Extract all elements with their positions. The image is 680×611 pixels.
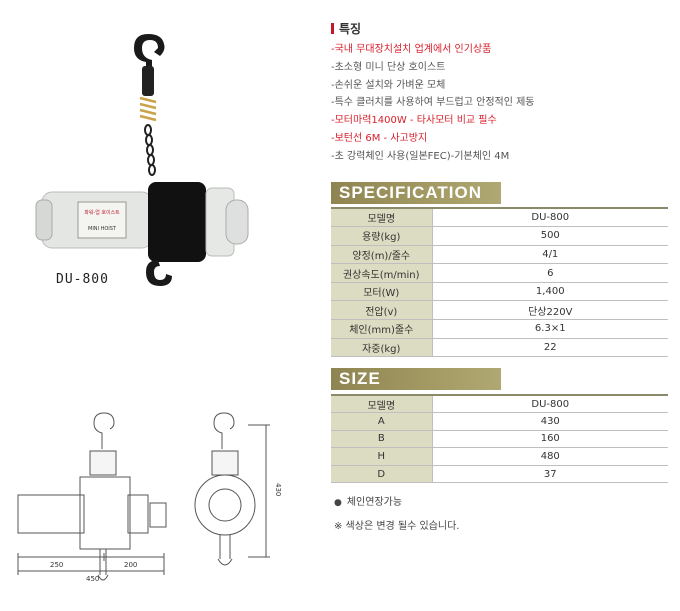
hoist-label-line1: 파워-업 호이스트 [84, 209, 120, 216]
spec-row-value: 6.3×1 [432, 319, 668, 339]
spec-row: 용량(kg)500 [331, 226, 668, 246]
dim-total: 450 [86, 575, 99, 583]
spec-row: 전압(v)단상220V [331, 300, 668, 321]
model-caption: DU-800 [56, 272, 109, 287]
spec-row-value: 4/1 [432, 244, 668, 265]
features-title-text: 특징 [339, 22, 362, 36]
size-row-value: 160 [432, 429, 668, 449]
spec-row: 자중(kg)22 [331, 337, 668, 358]
dim-height: 430 [274, 483, 282, 496]
top-hook-icon [134, 34, 165, 70]
front-view [17, 412, 167, 581]
feature-item: -초 강력체인 사용(일본FEC)-기본체인 4M [331, 150, 510, 162]
title-marker [331, 23, 334, 34]
spec-row: 모터(W)1,400 [331, 281, 668, 302]
feature-item: -모터마력1400W - 타사모터 비교 필수 [331, 115, 497, 127]
bottom-hook-icon [146, 260, 172, 286]
hoist-label-line2: MINI HOIST [88, 226, 117, 232]
chain-extension-text: 체인연장가능 [346, 497, 403, 508]
size-row-value: 480 [432, 447, 668, 466]
spec-row-value: 22 [432, 337, 668, 358]
feature-item: -특수 클러치를 사용하여 부드럽고 안정적인 제동 [331, 97, 535, 109]
feature-item: -초소형 미니 단상 호이스트 [331, 61, 446, 73]
size-row-label: B [331, 429, 433, 449]
spec-row-label: 전압(v) [331, 300, 433, 321]
dim-left: 250 [50, 561, 63, 569]
size-header-row: 모델명 DU-800 [331, 394, 668, 414]
spec-header-label: 모델명 [331, 207, 433, 228]
spec-header-row: 모델명 DU-800 [331, 207, 668, 228]
size-header-label: 모델명 [331, 394, 433, 414]
bullet-icon: ● [334, 498, 342, 508]
size-row-label: D [331, 464, 433, 484]
spec-row-label: 양정(m)/줄수 [331, 244, 433, 265]
spec-row-value: 500 [432, 226, 668, 246]
spec-row-value: 6 [432, 263, 668, 283]
spec-header-value: DU-800 [432, 207, 668, 228]
product-photo: 파워-업 호이스트 MINI HOIST [35, 34, 249, 286]
dim-right: 200 [124, 561, 137, 569]
spec-row-value: 단상220V [432, 300, 668, 321]
side-view [194, 412, 270, 566]
size-row-value: 430 [432, 412, 668, 431]
size-row-label: H [331, 447, 433, 466]
spec-row-label: 체인(mm)줄수 [331, 319, 433, 339]
size-banner: SIZE [331, 368, 501, 390]
size-row-value: 37 [432, 464, 668, 484]
spec-row-label: 권상속도(m/min) [331, 263, 433, 283]
size-header-value: DU-800 [432, 394, 668, 414]
chain-icon [144, 124, 156, 176]
spec-banner: SPECIFICATION [331, 182, 501, 204]
spec-row-value: 1,400 [432, 281, 668, 302]
technical-drawing: 250 200 450 430 [17, 412, 282, 583]
size-row-label: A [331, 412, 433, 431]
spec-row-label: 자중(kg) [331, 337, 433, 358]
spec-row-label: 모터(W) [331, 281, 433, 302]
features-list: -국내 무대장치설치 업계에서 인기상품 -초소형 미니 단상 호이스트 -손쉬운 … [331, 41, 535, 166]
chain-extension-note: ● 체인연장가능 [334, 493, 402, 508]
spring-icon [139, 96, 157, 122]
feature-item: -국내 무대장치설치 업계에서 인기상품 [331, 44, 492, 55]
color-note: ※ 색상은 변경 될수 있습니다. [334, 521, 460, 532]
spec-row-label: 용량(kg) [331, 226, 433, 246]
features-title: 특징 [331, 20, 361, 37]
feature-item: -손쉬운 설치와 가벼운 모체 [331, 79, 446, 91]
feature-item: -보턴선 6M - 사고방지 [331, 132, 428, 144]
spec-row: 권상속도(m/min)6 [331, 263, 668, 283]
